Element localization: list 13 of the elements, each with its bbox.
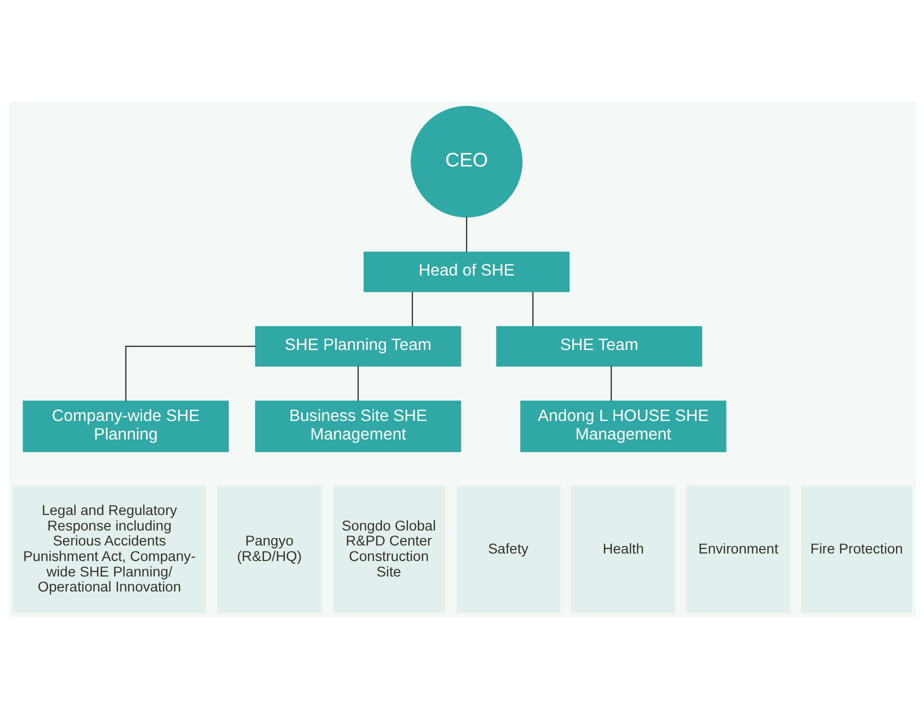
- node-box: Company-wide SHE Planning: [22, 400, 228, 452]
- connector: [466, 217, 467, 252]
- node-box: Business Site SHE Management: [254, 400, 461, 452]
- connector: [124, 346, 256, 402]
- connector: [411, 292, 412, 326]
- node-box: SHE Team: [496, 326, 702, 367]
- connector: [610, 366, 612, 402]
- connector: [532, 292, 533, 326]
- node-circle: CEO: [410, 106, 522, 218]
- connector: [357, 366, 358, 402]
- node-box: Andong L HOUSE SHE Management: [520, 400, 726, 452]
- node-box: Head of SHE: [363, 252, 570, 292]
- node-box: SHE Planning Team: [254, 326, 461, 367]
